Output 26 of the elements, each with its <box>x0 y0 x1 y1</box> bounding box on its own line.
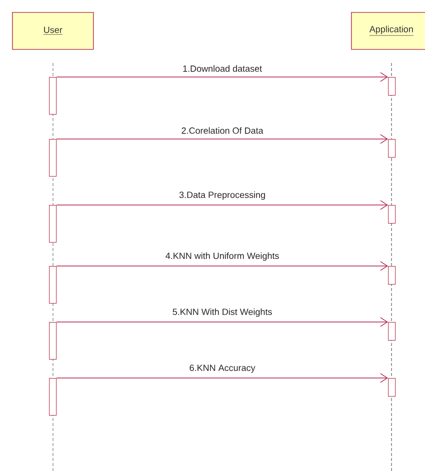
message-label: 1.Download dataset <box>183 65 262 72</box>
message-label: 3.Data Preprocessing <box>179 191 265 200</box>
message-label: 2.Corelation Of Data <box>182 127 264 134</box>
message-arrow <box>56 261 388 271</box>
message-label: 6.KNN Accuracy <box>190 364 256 373</box>
message-arrow <box>56 134 388 144</box>
activation-bar <box>49 139 57 177</box>
participant-box: User <box>12 12 94 50</box>
message-arrow <box>56 373 388 383</box>
message-arrow <box>56 200 388 210</box>
activation-bar <box>49 266 57 304</box>
activation-bar <box>49 205 57 243</box>
activation-bar <box>388 322 396 341</box>
activation-bar <box>388 77 396 96</box>
activation-bar <box>49 77 57 115</box>
activation-bar <box>49 322 57 360</box>
message-arrow <box>56 317 388 327</box>
activation-bar <box>49 378 57 416</box>
activation-bar <box>388 266 396 285</box>
activation-bar <box>388 205 396 224</box>
message-label: 5.KNN With Dist Weights <box>172 308 272 317</box>
activation-bar <box>388 378 396 397</box>
participant-box: Application <box>351 12 425 50</box>
activation-bar <box>388 139 396 158</box>
message-label: 4.KNN with Uniform Weights <box>166 252 279 261</box>
message-arrow <box>56 72 388 82</box>
